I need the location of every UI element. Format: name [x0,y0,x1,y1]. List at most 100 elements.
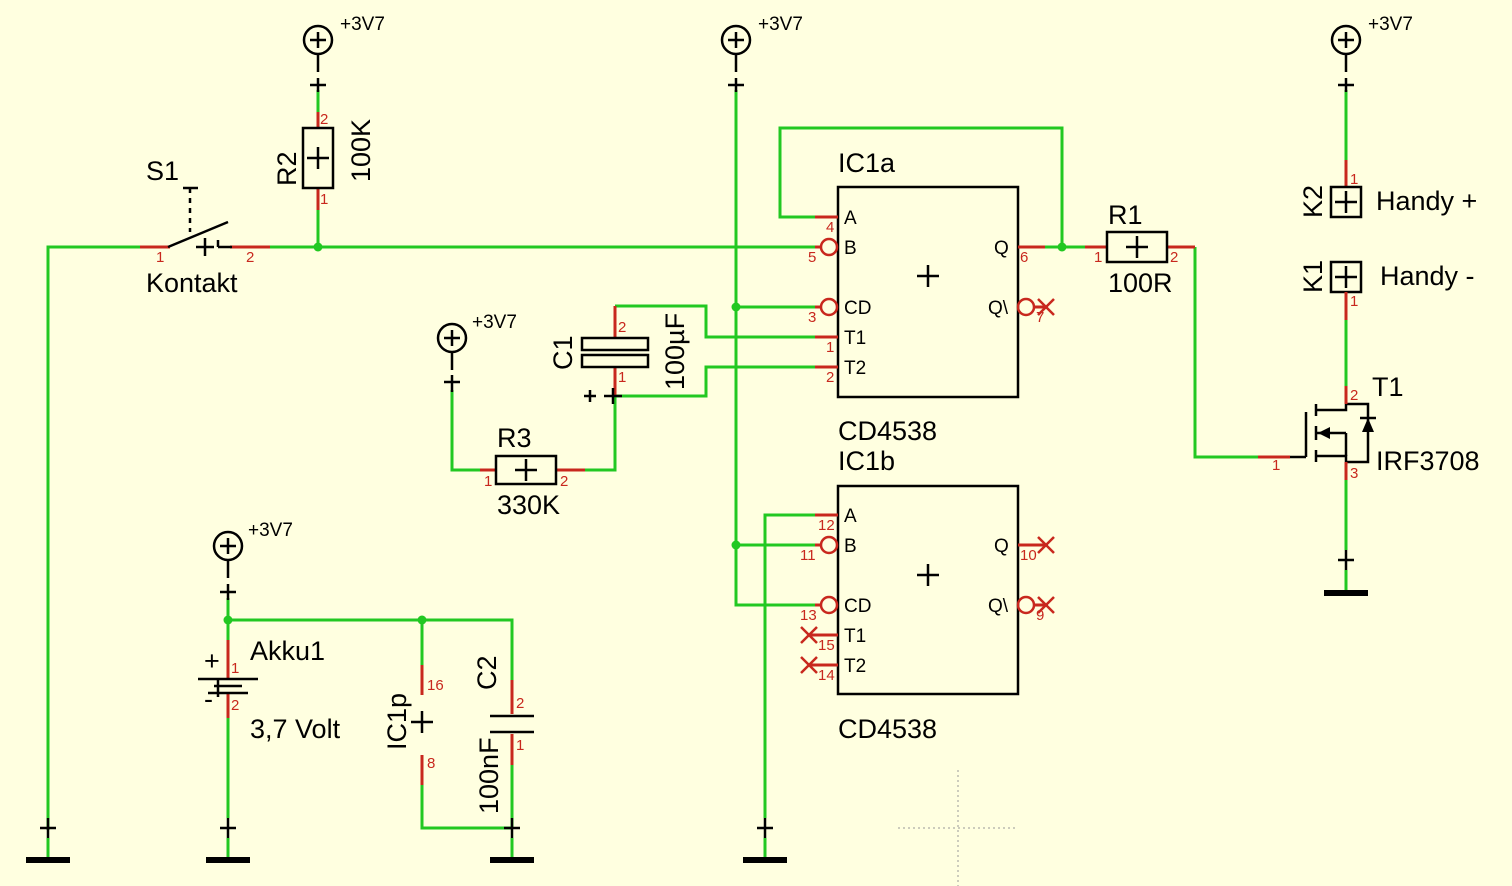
resistor-r3: 1 2 R3 330K [480,423,585,520]
wires [46,90,1348,830]
pin-number: 12 [818,517,835,534]
r3-value: 330K [497,490,560,520]
supply-label: +3V7 [758,14,803,35]
supply-r3: +3V7 [436,312,517,392]
junction-dots [223,242,1067,625]
pin-number: 1 [156,249,164,266]
pin-label-qbar: Q\ [988,596,1009,617]
r2-ref: R2 [272,151,302,186]
supply-label: +3V7 [1368,14,1413,35]
ic1a: A B CD T1 T2 Q Q\ 4 5 3 1 2 6 7 IC1a CD4… [808,148,1055,446]
t1-ref: T1 [1372,372,1404,402]
c2-ref: C2 [472,655,502,690]
k2-ref: K2 [1298,185,1328,218]
connector-k1: 1 K1 Handy - [1298,260,1475,320]
pin-label-cd: CD [844,298,871,319]
pin-number: 1 [1094,249,1102,266]
ic-power-pins: 16 8 IC1p [382,665,444,785]
capacitor-c1: 2 1 C1 100µF [548,306,690,404]
pin-number: 1 [231,660,239,677]
pin-number: 13 [800,607,817,624]
icp-ref: IC1p [382,693,412,750]
akku-ref: Akku1 [250,636,325,666]
pin-label-t1: T1 [844,328,866,349]
supply-akku: +3V7 [212,520,293,600]
supply-ic: +3V7 [720,14,803,92]
pin-number: 1 [826,339,834,356]
supply-label: +3V7 [340,14,385,35]
connector-k2: 1 K2 Handy + [1298,160,1477,219]
pin-label-b: B [844,536,857,557]
k1-ref: K1 [1298,260,1328,293]
ic1a-ref: IC1a [838,148,896,178]
resistor-r1: 1 2 R1 100R [1085,200,1195,298]
mosfet-t1: 2 1 3 T1 IRF3708 [1258,372,1480,482]
pin-label-q: Q [994,238,1009,259]
c2-value: 100nF [474,737,504,814]
k2-label: Handy + [1376,186,1477,216]
pin-label-t2: T2 [844,656,866,677]
pin-number: 7 [1036,309,1044,326]
pin-number: 1 [1350,171,1358,188]
pin-number: 10 [1020,547,1037,564]
pin-number: 1 [618,369,626,386]
pin-number: 9 [1036,607,1044,624]
r3-ref: R3 [497,423,532,453]
pin-number: 1 [1350,293,1358,310]
k1-label: Handy - [1380,261,1475,291]
pin-label-a: A [844,506,857,527]
cursor-crosshair [898,770,1018,886]
pin-number: 3 [1350,465,1358,482]
pin-number: 1 [1272,457,1280,474]
pin-label-q: Q [994,536,1009,557]
c1-value: 100µF [660,313,690,390]
switch-s1: S1 Kontakt 1 2 [140,156,270,298]
pin-label-t1: T1 [844,626,866,647]
c1-ref: C1 [548,335,578,370]
pin-number: 2 [560,473,568,490]
pin-number: 14 [818,667,835,684]
pin-label-b: B [844,238,857,259]
capacitor-c2: 2 1 C2 100nF [472,655,534,814]
pin-number: 2 [1170,249,1178,266]
pin-number: 2 [516,695,524,712]
ground-symbols [26,550,1368,863]
t1-value: IRF3708 [1376,446,1480,476]
ic1b-ref: IC1b [838,446,895,476]
pin-number: 2 [231,697,239,714]
pin-number: 1 [484,473,492,490]
pin-number: 3 [808,309,816,326]
supply-mosfet: +3V7 [1330,14,1413,92]
s1-ref: S1 [146,156,179,186]
pin-label-qbar: Q\ [988,298,1009,319]
pin-number: 2 [246,249,254,266]
akku-value: 3,7 Volt [250,714,341,744]
pin-number: 2 [320,111,328,128]
resistor-r2: 2 1 R2 100K [272,111,376,210]
r1-ref: R1 [1108,200,1143,230]
akku-plus: + [204,646,220,676]
supply-r2: +3V7 [302,14,385,92]
pin-number: 16 [427,677,444,694]
pin-number: 1 [320,191,328,208]
r1-value: 100R [1108,268,1173,298]
pin-number: 8 [427,755,435,772]
ic1a-part: CD4538 [838,416,937,446]
supply-label: +3V7 [472,312,517,333]
akku-minus: - [204,684,213,714]
pin-number: 11 [800,547,816,564]
pin-label-a: A [844,208,857,229]
pin-number: 2 [826,369,834,386]
s1-value: Kontakt [146,268,238,298]
pin-number: 1 [516,737,524,754]
supply-label: +3V7 [248,520,293,541]
pin-number: 15 [818,637,835,654]
pin-number: 4 [826,219,834,236]
pin-label-t2: T2 [844,358,866,379]
r2-value: 100K [346,119,376,182]
pin-number: 6 [1020,249,1028,266]
battery-akku1: + - 1 2 Akku1 3,7 Volt [198,636,341,744]
ic1b: A B CD T1 T2 Q Q\ 12 11 13 15 14 10 9 IC… [800,446,1055,744]
ic1b-part: CD4538 [838,714,937,744]
